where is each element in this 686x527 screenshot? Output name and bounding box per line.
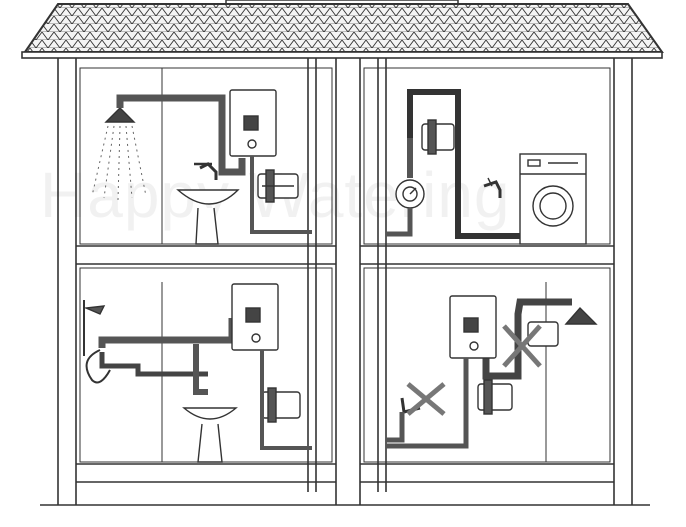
hot-water-pipe <box>116 94 246 176</box>
pump-icon <box>477 379 513 415</box>
crossed-valve-icon <box>400 382 446 416</box>
pipe-loop <box>407 89 522 239</box>
water-heater-icon <box>231 283 279 351</box>
supply-pipe <box>250 156 312 234</box>
roof <box>21 0 664 59</box>
supply-pipe <box>260 350 312 450</box>
water-heater-icon <box>229 89 277 157</box>
lower-right-bathroom <box>386 295 598 449</box>
pump-icon <box>421 119 455 155</box>
room-upper-right <box>363 67 611 245</box>
shower-head-icon <box>564 306 598 325</box>
room-lower-right <box>363 267 611 463</box>
faucet-icon <box>194 162 218 180</box>
faucet-icon <box>483 177 502 198</box>
lower-left-bathroom <box>83 283 312 463</box>
supply-pipe <box>386 358 469 449</box>
upper-left-bathroom <box>91 89 312 245</box>
pump-icon <box>261 387 301 423</box>
hot-water-pipe <box>98 318 236 348</box>
house-structure <box>40 58 650 506</box>
shower-head-icon <box>91 107 147 201</box>
basin-icon <box>176 189 240 245</box>
crossed-pump-icon <box>502 321 559 368</box>
water-meter-icon <box>395 179 425 209</box>
pump-icon <box>257 169 299 203</box>
washing-machine-icon <box>519 153 587 245</box>
basin-icon <box>182 407 238 463</box>
roof-tiles <box>23 3 664 53</box>
roof-eave <box>21 51 663 59</box>
upper-right-laundry <box>386 89 587 245</box>
water-heater-icon <box>449 295 497 359</box>
hand-shower-icon <box>83 300 111 384</box>
